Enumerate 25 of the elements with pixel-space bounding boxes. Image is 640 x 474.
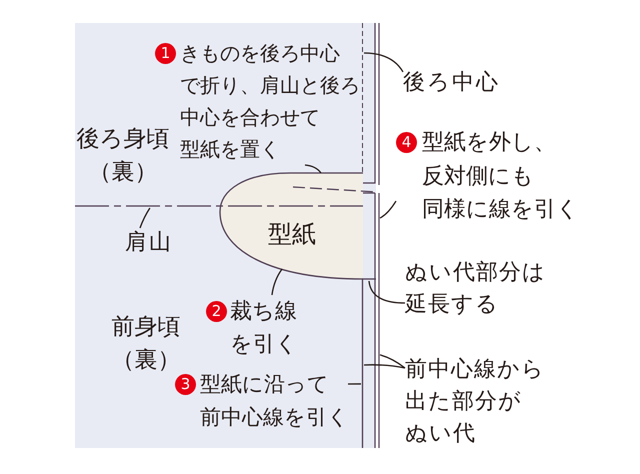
number-badge: 1 [155, 42, 176, 64]
leader-line [364, 364, 406, 369]
region-label: 後ろ身頃（裏） [76, 125, 170, 187]
number-badge: 3 [175, 374, 196, 395]
leader-line [380, 354, 406, 369]
number-badge: 4 [396, 132, 417, 154]
leader-line [368, 280, 406, 304]
number-badge: 2 [206, 301, 227, 322]
note-text: 裁ち線を引く [230, 298, 298, 359]
leader-line [139, 208, 150, 228]
leader-line [380, 200, 397, 219]
callout-text: ぬい代部分は延長する [405, 259, 545, 319]
leader-line [348, 383, 361, 385]
callout-text: 肩山 [125, 229, 173, 257]
note-text: 型紙に沿って前中心線を引く [200, 371, 348, 431]
pattern-label: 型紙 [267, 219, 317, 249]
callout-text: 後ろ中心 [403, 69, 500, 97]
leader-line [304, 164, 322, 174]
leader-line [364, 52, 404, 72]
leader-line [271, 268, 283, 296]
note-text: きものを後ろ中心で折り、肩山と後ろ中心を合わせて型紙を置く [180, 40, 361, 163]
region-label: 前身頃（裏） [110, 313, 182, 375]
note-text: 型紙を外し、反対側にも同様に線を引く [422, 129, 578, 224]
fabric-panel [75, 23, 376, 448]
callout-text: 前中心線から出た部分がぬい代 [405, 356, 545, 448]
